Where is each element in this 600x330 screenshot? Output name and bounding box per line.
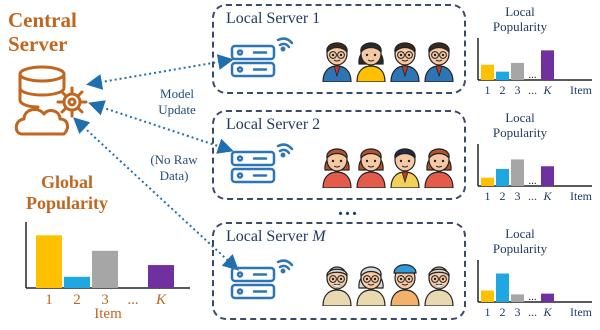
server-box-1: [212, 4, 466, 94]
tick-label-1: 1: [45, 292, 53, 308]
boy-glasses-avatar-icon: [322, 42, 352, 82]
local-popularity-title-3: Local Popularity: [480, 226, 560, 256]
old-man-avatar-icon: [424, 266, 454, 306]
server-label-1: Local Server 1: [226, 10, 321, 27]
bar-1: [36, 235, 62, 288]
ellipsis-mark: ...: [528, 175, 537, 187]
tick-label-3: 3: [101, 292, 109, 308]
bar-3: [511, 294, 524, 302]
global-popularity-title: Global Popularity: [12, 172, 122, 214]
bar-2: [496, 273, 509, 302]
bar-1: [481, 290, 494, 302]
tick-label-4: ...: [127, 292, 138, 308]
woman-avatar-icon: [424, 148, 454, 188]
server-box-2: [212, 110, 466, 200]
tick-label-2: 2: [500, 189, 506, 203]
global-title-line1: Global: [40, 172, 93, 192]
local-pop-line2: Popularity: [492, 241, 548, 256]
database-cloud-gear-icon: [14, 65, 88, 136]
no-raw-data-line2: Data): [159, 168, 189, 183]
bar-3: [511, 159, 524, 186]
tick-label-4: ...: [528, 189, 537, 203]
tick-label-3: 3: [515, 305, 521, 319]
link-arrow-server1: [86, 54, 234, 90]
boy-glasses-avatar-icon: [390, 42, 420, 82]
x-axis-label: Item: [570, 189, 593, 203]
bar-K: [148, 265, 174, 288]
woman-avatar-icon: [356, 148, 386, 188]
central-server-title: Central Server: [8, 8, 118, 56]
tick-label-1: 1: [485, 189, 491, 203]
server-separator-dots: ...: [338, 198, 359, 220]
tick-label-3: 3: [515, 83, 521, 96]
server-rack-icon: [230, 37, 294, 78]
ellipsis-mark: ...: [528, 69, 537, 81]
server-label-2: Local Server 2: [226, 116, 321, 133]
server-rack-icon: [230, 259, 294, 300]
tick-label-2: 2: [500, 305, 506, 319]
model-update-line2: Update: [158, 102, 196, 117]
tick-label-3: 3: [515, 189, 521, 203]
bar-2: [496, 71, 509, 80]
tick-label-2: 2: [73, 292, 81, 308]
server-box-m: [212, 222, 466, 320]
bar-2: [496, 168, 509, 186]
tick-label-4: ...: [528, 83, 537, 96]
tick-label-5: K: [155, 292, 167, 308]
local-pop-line1: Local: [505, 4, 535, 19]
local-pop-line2: Popularity: [492, 19, 548, 34]
local-popularity-title-1: Local Popularity: [480, 4, 560, 34]
user-group-serverM: [320, 256, 460, 308]
boy-glasses-avatar-icon: [424, 42, 454, 82]
server-rack-icon: [230, 143, 294, 184]
local-pop-line2: Popularity: [492, 125, 548, 140]
tick-label-5: K: [542, 189, 552, 203]
model-update-line1: Model: [160, 86, 194, 101]
tick-label-5: K: [542, 305, 552, 319]
link-arrow-serverM: [73, 117, 239, 271]
no-raw-data-label: (No Raw Data): [138, 152, 210, 184]
bar-K: [541, 50, 554, 80]
woman-avatar-icon: [322, 148, 352, 188]
local-pop-line1: Local: [505, 226, 535, 241]
ellipsis-mark: ...: [528, 291, 537, 303]
bar-K: [541, 166, 554, 186]
girl-avatar-icon: [356, 42, 386, 82]
no-raw-data-line1: (No Raw: [150, 152, 198, 167]
old-man-avatar-icon: [322, 266, 352, 306]
global-title-line2: Popularity: [25, 193, 108, 213]
central-title-line1: Central: [8, 8, 77, 32]
bar-2: [64, 276, 90, 288]
tick-label-1: 1: [485, 83, 491, 96]
bar-1: [481, 64, 494, 80]
tick-label-1: 1: [485, 305, 491, 319]
x-axis-label: Item: [570, 305, 593, 319]
user-group-server1: [320, 32, 460, 84]
bar-1: [481, 177, 494, 186]
bar-K: [541, 293, 554, 302]
bar-3: [92, 250, 118, 288]
user-group-server2: [320, 138, 460, 190]
man-avatar-icon: [390, 148, 420, 188]
old-woman-avatar-icon: [356, 266, 386, 306]
local-popularity-title-2: Local Popularity: [480, 110, 560, 140]
tick-label-4: ...: [528, 305, 537, 319]
local-pop-line1: Local: [505, 110, 535, 125]
x-axis-label: Item: [570, 83, 593, 96]
tick-label-5: K: [542, 83, 552, 96]
server-label-m: Local Server M: [226, 228, 326, 245]
tick-label-2: 2: [500, 83, 506, 96]
global-popularity-chart: 1 2 3... K Item: [25, 222, 190, 322]
model-update-label: Model Update: [144, 86, 210, 118]
bar-3: [511, 62, 524, 80]
x-axis-label: Item: [94, 306, 122, 322]
old-man-cap-avatar-icon: [390, 264, 420, 306]
central-title-line2: Server: [8, 32, 68, 56]
